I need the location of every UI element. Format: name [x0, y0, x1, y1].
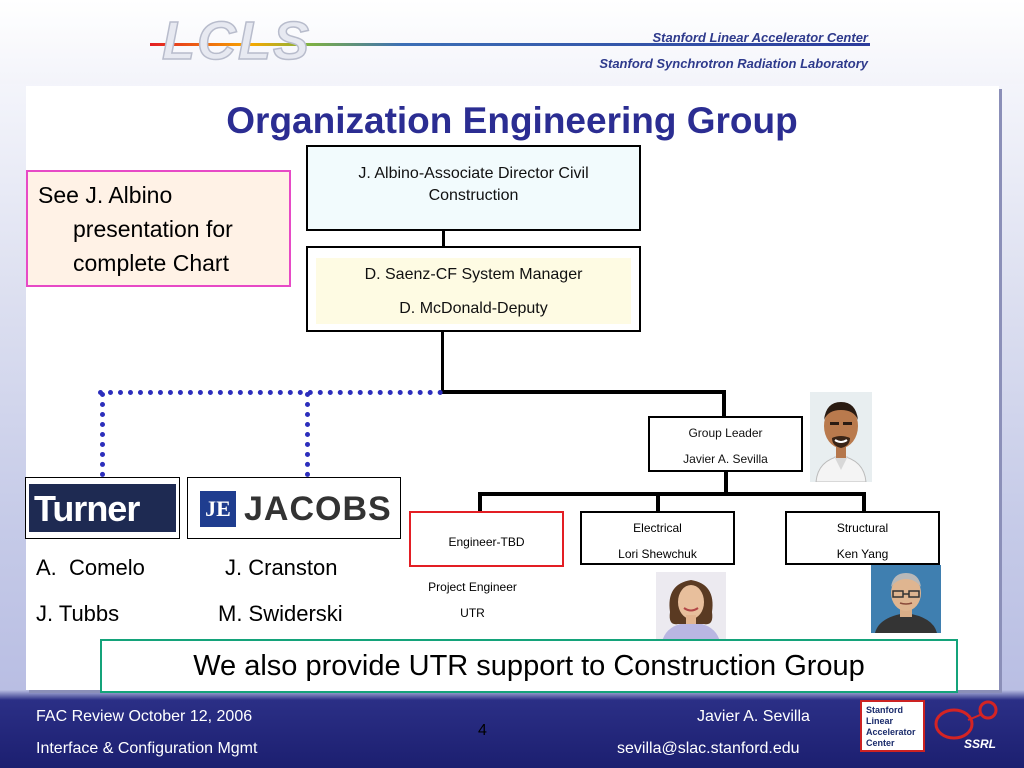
electrical-box: Electrical Lori Shewchuk — [580, 511, 735, 565]
slac-logo-line-2: Linear — [866, 716, 894, 726]
see-albino-note: See J. Albino presentation for complete … — [26, 170, 291, 287]
jacobs-contact-1: J. Cranston — [225, 555, 338, 580]
jacobs-mark: JE — [200, 491, 236, 527]
connector-group-leader-down — [724, 472, 728, 494]
utr-support-banner: We also provide UTR support to Construct… — [100, 639, 958, 693]
manager-line-2: D. McDonald-Deputy — [399, 300, 548, 317]
note-line-3: complete Chart — [73, 250, 229, 276]
manager-box: D. Saenz-CF System Manager D. McDonald-D… — [306, 246, 641, 332]
electrical-title: Electrical — [633, 521, 682, 535]
turner-logo-text: Turner — [29, 484, 176, 532]
connector-manager-down — [441, 332, 444, 392]
turner-contact-2: J. Tubbs — [36, 601, 120, 626]
group-leader-photo — [810, 392, 872, 482]
footer-topic: Interface & Configuration Mgmt — [36, 740, 258, 757]
ssrl-logo: SSRL — [928, 700, 1002, 752]
person-portrait-icon — [810, 392, 872, 482]
group-leader-title: Group Leader — [688, 426, 763, 440]
person-portrait-icon — [871, 565, 941, 633]
electrical-photo — [656, 572, 726, 642]
dotted-to-jacobs — [305, 392, 310, 477]
slac-logo-line-4: Center — [866, 738, 895, 748]
connector-to-electrical — [656, 492, 660, 512]
structural-name: Ken Yang — [836, 547, 889, 561]
slac-logo-line-3: Accelerator — [866, 727, 916, 737]
jacobs-contact-2: M. Swiderski — [218, 601, 343, 626]
footer-author: Javier A. Sevilla — [697, 708, 810, 725]
connector-to-group-leader — [722, 390, 726, 417]
note-line-1: See J. Albino — [38, 182, 173, 208]
project-engineer-label: Project Engineer UTR — [400, 574, 545, 626]
manager-line-1: D. Saenz-CF System Manager — [364, 266, 583, 283]
footer-email: sevilla@slac.stanford.edu — [617, 740, 800, 757]
project-engineer-title: Project Engineer — [428, 580, 517, 594]
connector-manager-group-horizontal — [441, 390, 726, 394]
dotted-to-turner — [100, 392, 105, 477]
group-leader-name: Javier A. Sevilla — [683, 452, 768, 466]
header-band — [0, 0, 1024, 84]
footer-event: FAC Review October 12, 2006 — [36, 708, 253, 725]
person-portrait-icon — [656, 572, 726, 642]
structural-box: Structural Ken Yang — [785, 511, 940, 565]
structural-title: Structural — [836, 521, 889, 535]
dotted-contractor-horizontal — [98, 390, 443, 395]
electrical-name: Lori Shewchuk — [618, 547, 697, 561]
turner-logo: Turner — [25, 477, 180, 539]
lcls-logo: LCLS — [161, 10, 311, 72]
slac-logo: Stanford Linear Accelerator Center — [860, 700, 925, 752]
engineer-tbd-box: Engineer-TBD — [409, 511, 564, 567]
ssrl-logo-text: SSRL — [964, 737, 996, 751]
page-number: 4 — [478, 722, 487, 739]
note-line-2: presentation for — [73, 216, 233, 242]
director-box: J. Albino-Associate Director Civil Const… — [306, 145, 641, 231]
header-ssrl-name: Stanford Synchrotron Radiation Laborator… — [599, 56, 868, 71]
logo-color-line — [150, 43, 870, 46]
connector-sub-horizontal — [478, 492, 866, 496]
structural-photo — [871, 565, 941, 633]
header-slac-name: Stanford Linear Accelerator Center — [652, 30, 868, 45]
jacobs-logo: JE JACOBS — [187, 477, 401, 539]
manager-inner: D. Saenz-CF System Manager D. McDonald-D… — [316, 258, 631, 324]
group-leader-box: Group Leader Javier A. Sevilla — [648, 416, 803, 472]
connector-to-engineer — [478, 492, 482, 512]
project-engineer-org: UTR — [460, 606, 485, 620]
connector-to-structural — [862, 492, 866, 512]
turner-contact-1: A. Comelo — [36, 555, 145, 580]
slide-title: Organization Engineering Group — [226, 100, 798, 141]
jacobs-logo-text: JACOBS — [244, 490, 392, 528]
slac-logo-line-1: Stanford — [866, 705, 903, 715]
connector-director-manager — [442, 231, 445, 246]
ssrl-ring-icon: SSRL — [934, 700, 998, 751]
